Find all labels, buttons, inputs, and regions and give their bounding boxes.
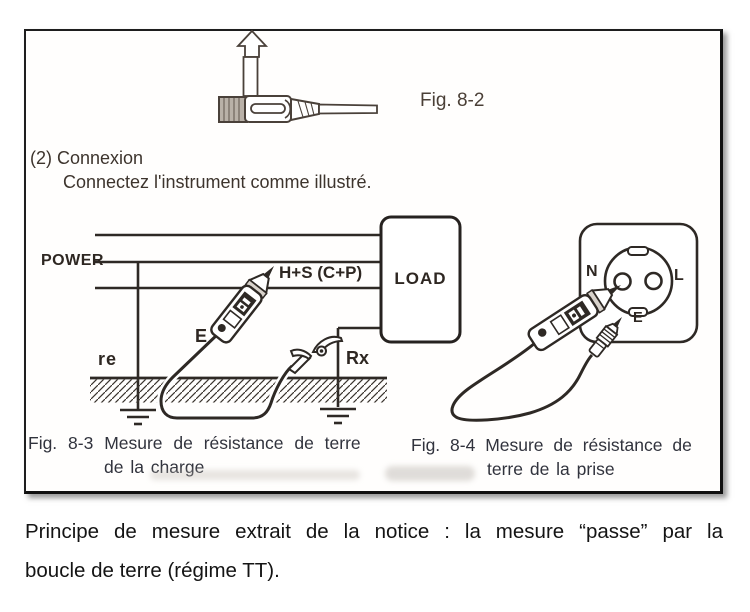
socket-earth-label: E bbox=[633, 310, 643, 326]
bleed-through-artifact bbox=[150, 470, 360, 480]
earth-symbol-rx bbox=[320, 407, 356, 425]
top-slot bbox=[627, 246, 649, 256]
crocodile-clip bbox=[287, 335, 344, 375]
test-lead-loop-left bbox=[156, 329, 295, 422]
plug-illustration bbox=[218, 29, 378, 123]
figure-8-4-caption-line1: Fig. 8-4 Mesure de résistance de bbox=[411, 435, 692, 455]
test-lead-loop-right bbox=[450, 341, 594, 422]
socket-line-label: L bbox=[674, 267, 684, 284]
figure-8-4-caption-line2: terre de la prise bbox=[487, 459, 615, 479]
e-terminal-label: E bbox=[195, 326, 208, 346]
hs-terminal-label: H+S (C+P) bbox=[279, 263, 363, 282]
neutral-hole bbox=[613, 272, 632, 291]
figure-8-3-caption-line2: de la charge bbox=[104, 457, 205, 477]
socket-neutral-label: N bbox=[586, 263, 598, 280]
earth-tester-right bbox=[527, 285, 621, 352]
ground-hatching bbox=[90, 379, 387, 403]
power-label: POWER bbox=[41, 252, 104, 269]
connexion-instruction: Connectez l'instrument comme illustré. bbox=[63, 172, 372, 192]
page-caption-line1: Principe de mesure extrait de la notice … bbox=[25, 520, 723, 543]
earth-symbol-re bbox=[120, 408, 156, 426]
earth-slot bbox=[628, 307, 648, 317]
re-resistance-label: re bbox=[98, 349, 118, 369]
bleed-through-artifact bbox=[385, 466, 475, 481]
load-box bbox=[379, 215, 462, 344]
socket-plate bbox=[578, 222, 699, 344]
line-hole bbox=[644, 271, 663, 291]
load-label: LOAD bbox=[394, 269, 447, 289]
earth-banana-plug bbox=[588, 317, 622, 358]
page-caption-line2: boucle de terre (régime TT). bbox=[25, 559, 280, 582]
earth-tester-left bbox=[210, 266, 274, 344]
figure-8-3-caption-line1: Fig. 8-3 Mesure de résistance de terre bbox=[28, 433, 361, 453]
figure-8-2-label: Fig. 8-2 bbox=[420, 90, 485, 111]
up-arrow-icon bbox=[235, 29, 269, 58]
rx-resistance-label: Rx bbox=[346, 348, 370, 368]
connexion-heading: (2) Connexion bbox=[30, 148, 144, 168]
test-lead-loop-left-ink bbox=[159, 330, 294, 420]
